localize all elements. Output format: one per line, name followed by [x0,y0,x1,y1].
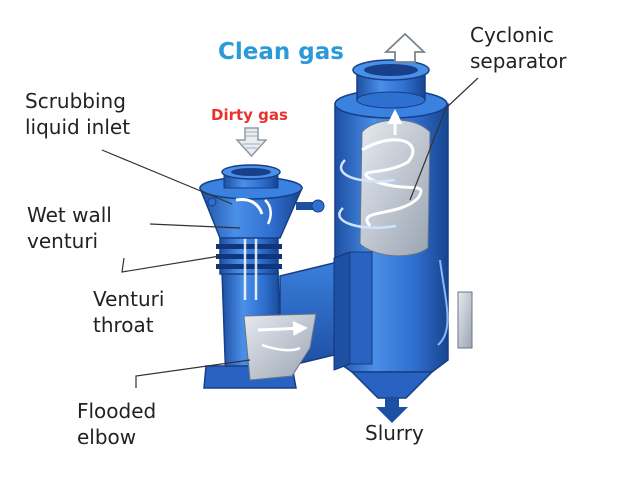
cyclonic-separator-label-line1: Cyclonic [470,23,554,47]
slurry-label: Slurry [365,421,424,445]
scrubbing-liquid-inlet-label-line2: liquid inlet [25,115,131,139]
leader-lines [101,77,479,388]
flooded-elbow-label-line1: Flooded [77,399,157,423]
flooded-elbow [203,271,317,389]
wet-wall-venturi [198,164,325,239]
clean-gas-arrow [383,32,427,63]
scrubbing-liquid-inlet-label-line1: Scrubbing [25,89,126,113]
clean-gas-label: Clean gas [218,39,344,65]
flooded-elbow-label-line2: elbow [77,425,137,449]
wet-wall-venturi-label-line2: venturi [27,229,99,253]
wet-wall-venturi-label-line1: Wet wall [27,203,112,227]
venturi-throat [216,210,282,300]
dirty-gas-arrow [235,127,268,158]
venturi-throat-label-line1: Venturi [93,287,165,311]
cyclonic-separator-label-line2: separator [470,49,567,73]
venturi-throat-label-line2: throat [93,313,154,337]
dirty-gas-label: Dirty gas [211,106,288,124]
slurry-arrow [376,398,408,423]
